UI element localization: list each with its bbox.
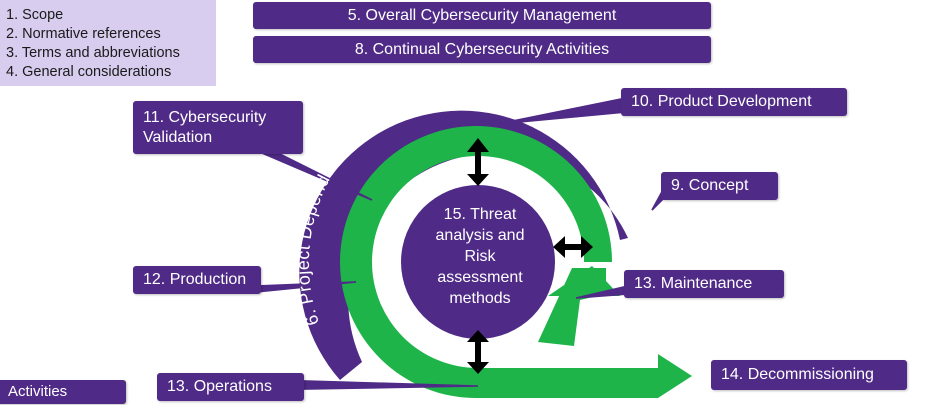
label-activities-partial: Activities <box>0 380 126 404</box>
threat-analysis-circle <box>401 185 555 339</box>
continual-cybersecurity-activities-bar: 8. Continual Cybersecurity Activities <box>253 36 711 63</box>
clause-terms-abbreviations: 3. Terms and abbreviations <box>6 45 180 61</box>
decommissioning-arrow <box>478 354 692 398</box>
center-line-1: 15. Threat <box>443 206 517 223</box>
label-decommissioning: 14. Decommissioning <box>711 360 907 390</box>
label-maintenance: 13. Maintenance <box>624 270 784 298</box>
threat-analysis-text: 15. Threat analysis and Risk assessment … <box>405 204 555 309</box>
double-arrow-top-icon <box>467 138 489 186</box>
validation-line-1: 11. Cybersecurity <box>143 108 267 126</box>
connector-operations <box>303 380 479 390</box>
center-line-3: Risk <box>464 248 496 265</box>
double-arrow-right-icon <box>553 236 593 258</box>
connector-product-development <box>497 97 627 125</box>
label-cybersecurity-validation: 11. Cybersecurity Validation <box>133 101 303 154</box>
center-line-4: assessment <box>437 269 523 286</box>
double-arrow-bottom-icon <box>467 330 489 374</box>
center-line-2: analysis and <box>435 227 525 244</box>
clause-scope: 1. Scope <box>6 7 64 23</box>
center-line-5: methods <box>449 290 511 307</box>
label-operations: 13. Operations <box>157 373 304 401</box>
overall-cybersecurity-management-bar: 5. Overall Cybersecurity Management <box>253 2 711 29</box>
validation-line-2: Validation <box>143 128 213 146</box>
clause-list-box: 1. Scope 2. Normative references 3. Term… <box>0 0 216 86</box>
label-concept: 9. Concept <box>661 172 778 200</box>
maintenance-arrow-head <box>548 266 620 296</box>
label-production: 12. Production <box>133 266 261 294</box>
clause-general-considerations: 4. General considerations <box>6 64 172 80</box>
clause-normative-references: 2. Normative references <box>6 26 161 42</box>
connector-lines <box>255 97 665 390</box>
label-product-development: 10. Product Development <box>621 88 847 116</box>
